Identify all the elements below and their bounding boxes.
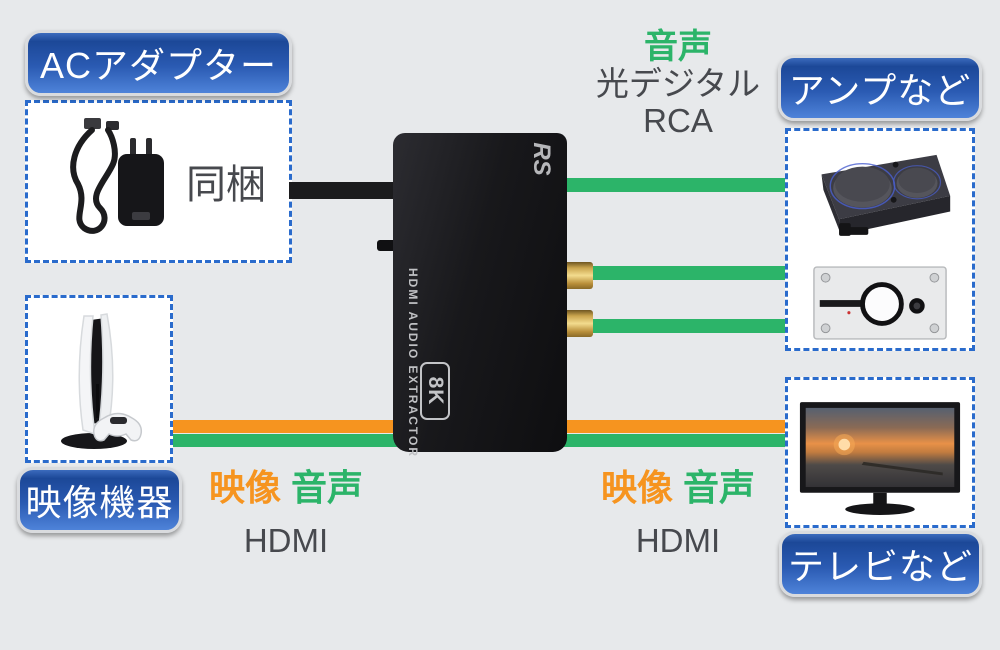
hdmi-out-video-label: 映像 [600,467,673,508]
hdmi-in-cable-label: HDMI [243,522,329,559]
ac-adapter-photo [70,118,164,234]
ac-adapter-label-text: ACアダプター [39,45,277,86]
device-side-text: HDMI AUDIO EXTRACTOR [406,268,420,458]
amp-label: アンプなど [778,55,982,121]
hdmi-out-audio-label: 音声 [683,467,756,508]
hdmi-out-cable-label: HDMI [635,522,721,559]
power-cable-line [289,182,397,199]
mixamp-photo [821,154,951,236]
tv-box [785,377,975,528]
hdmi-in-audio-label: 音声 [291,467,364,508]
audio-out-format-rca: RCA [643,102,713,140]
amp-label-text: アンプなど [788,70,972,111]
hdmi-out-caption: 映像 音声 HDMI [590,470,766,559]
rca-connector-1 [564,262,593,289]
hdmi-in-types: 映像 音声 [198,470,374,506]
8k-badge: 8K [420,362,450,420]
device-switch [377,240,395,251]
hdmi-audio-extractor-device [393,133,567,452]
audio-out-type: 音声 [644,28,712,66]
rca-audio-line-2 [592,319,785,333]
amp-panel-photo [813,266,947,340]
hdmi-in-video-label: 映像 [208,467,281,508]
audio-out-caption: 音声 光デジタル RCA [580,28,776,140]
rca-connector-2 [564,310,593,337]
video-device-label-text: 映像機器 [25,482,174,523]
video-device-box [25,295,173,463]
rca-audio-line-1 [592,266,785,280]
hdmi-out-types: 映像 音声 [590,470,766,506]
game-console-photo [61,313,143,449]
amp-box [785,128,975,351]
audio-out-format-optical: 光デジタル [595,65,761,103]
hdmi-in-caption: 映像 音声 HDMI [198,470,374,559]
ac-adapter-label: ACアダプター [25,30,292,96]
ac-adapter-box: 同梱 [25,100,292,263]
tv-photo [799,402,961,515]
tv-label-text: テレビなど [787,546,973,587]
tv-label: テレビなど [779,531,982,597]
video-device-label: 映像機器 [17,467,182,533]
included-note: 同梱 [186,163,266,207]
optical-audio-line [566,178,785,192]
8k-badge-text: 8K [424,376,447,406]
brand-logo: RS [528,142,555,176]
